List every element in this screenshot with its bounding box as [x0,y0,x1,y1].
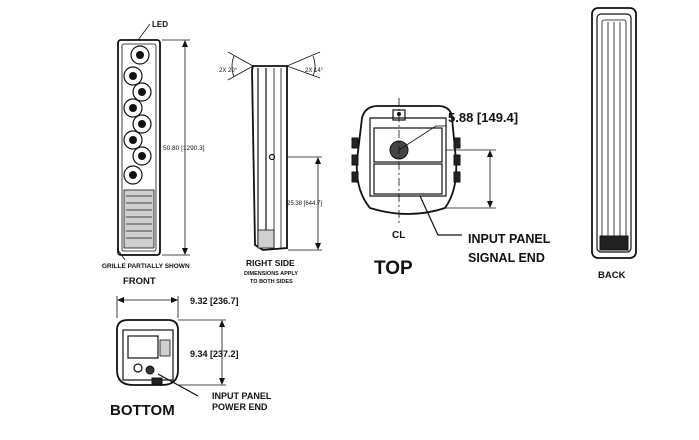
front-cabinet [117,39,161,256]
side-height-label: 25.38 [644.7] [287,201,322,207]
right-side-note-2: TO BOTH SIDES [250,279,293,285]
bottom-input-leader [157,373,199,397]
top-depth-label: 5.88 [149.4] [448,110,518,125]
back-view: BACK [591,7,637,281]
top-depth-dimension [398,125,496,209]
top-view: CL 5.88 [149.4] INPUT PANEL SIGNAL END T… [351,98,551,279]
bottom-width-dimension [116,296,179,318]
bottom-connector-1 [133,363,143,373]
top-outline [355,105,458,215]
top-input-leader [419,195,462,236]
front-height-dimension [162,39,190,256]
top-input-label-2: SIGNAL END [468,251,545,265]
side-angle-marks [227,51,321,81]
side-mount-point [268,153,276,161]
driver-4 [123,98,143,118]
front-cabinet-inner [121,43,157,252]
driver-3 [132,82,152,102]
driver-1 [130,45,150,65]
top-lower-panel [373,163,443,195]
driver-7 [132,146,152,166]
led-label: LED [152,20,168,29]
bottom-input-label-2: POWER END [212,402,268,412]
bottom-view: 9.32 [236.7] 9.34 [237.2] INPUT PANEL PO… [110,296,272,419]
back-cabinet [591,7,637,259]
front-drivers [123,45,152,185]
bottom-inner [122,329,174,381]
driver-5-cone [138,120,146,128]
driver-1-cone [136,51,144,59]
grille-note: GRILLE PARTIALLY SHOWN [102,263,190,270]
driver-6 [123,130,143,150]
driver-2-cone [129,72,137,80]
driver-6-cone [129,136,137,144]
led-leader [137,23,151,41]
bottom-panel [127,335,159,359]
top-input-label-1: INPUT PANEL [468,232,551,246]
bottom-depth-dimension [178,319,226,386]
bottom-depth-label: 9.34 [237.2] [190,349,239,359]
front-height-label: 50.80 [1290.3] [163,145,205,152]
top-title: TOP [374,258,413,279]
bottom-connector-2 [145,365,155,375]
driver-4-cone [129,104,137,112]
right-side-title: RIGHT SIDE [246,258,295,268]
driver-5 [132,114,152,134]
bottom-width-label: 9.32 [236.7] [190,296,239,306]
top-inner [369,117,447,197]
driver-2 [123,66,143,86]
back-title: BACK [598,270,626,281]
bottom-input-label-1: INPUT PANEL [212,391,272,401]
front-title: FRONT [123,276,156,287]
front-view: LED 50.80 [1290.3] GRILLE PARTIALLY SHOW… [102,20,205,287]
grille-leader [117,249,126,261]
front-grille [123,189,155,249]
bottom-outline [116,319,179,386]
bottom-title: BOTTOM [110,402,175,419]
centerline-symbol: CL [392,230,405,241]
top-upper-panel [373,127,443,163]
angle-right-label: 2X 14° [305,68,324,74]
driver-7-cone [138,152,146,160]
driver-3-cone [138,88,146,96]
driver-8 [123,165,143,185]
side-height-dimension [288,156,322,251]
angle-left-label: 2X 20° [219,68,238,74]
right-side-view: 2X 20° 2X 14° 25.38 [644.7] RIGHT SIDE D… [219,51,324,285]
right-side-note-1: DIMENSIONS APPLY [244,271,298,277]
driver-8-cone [129,171,137,179]
